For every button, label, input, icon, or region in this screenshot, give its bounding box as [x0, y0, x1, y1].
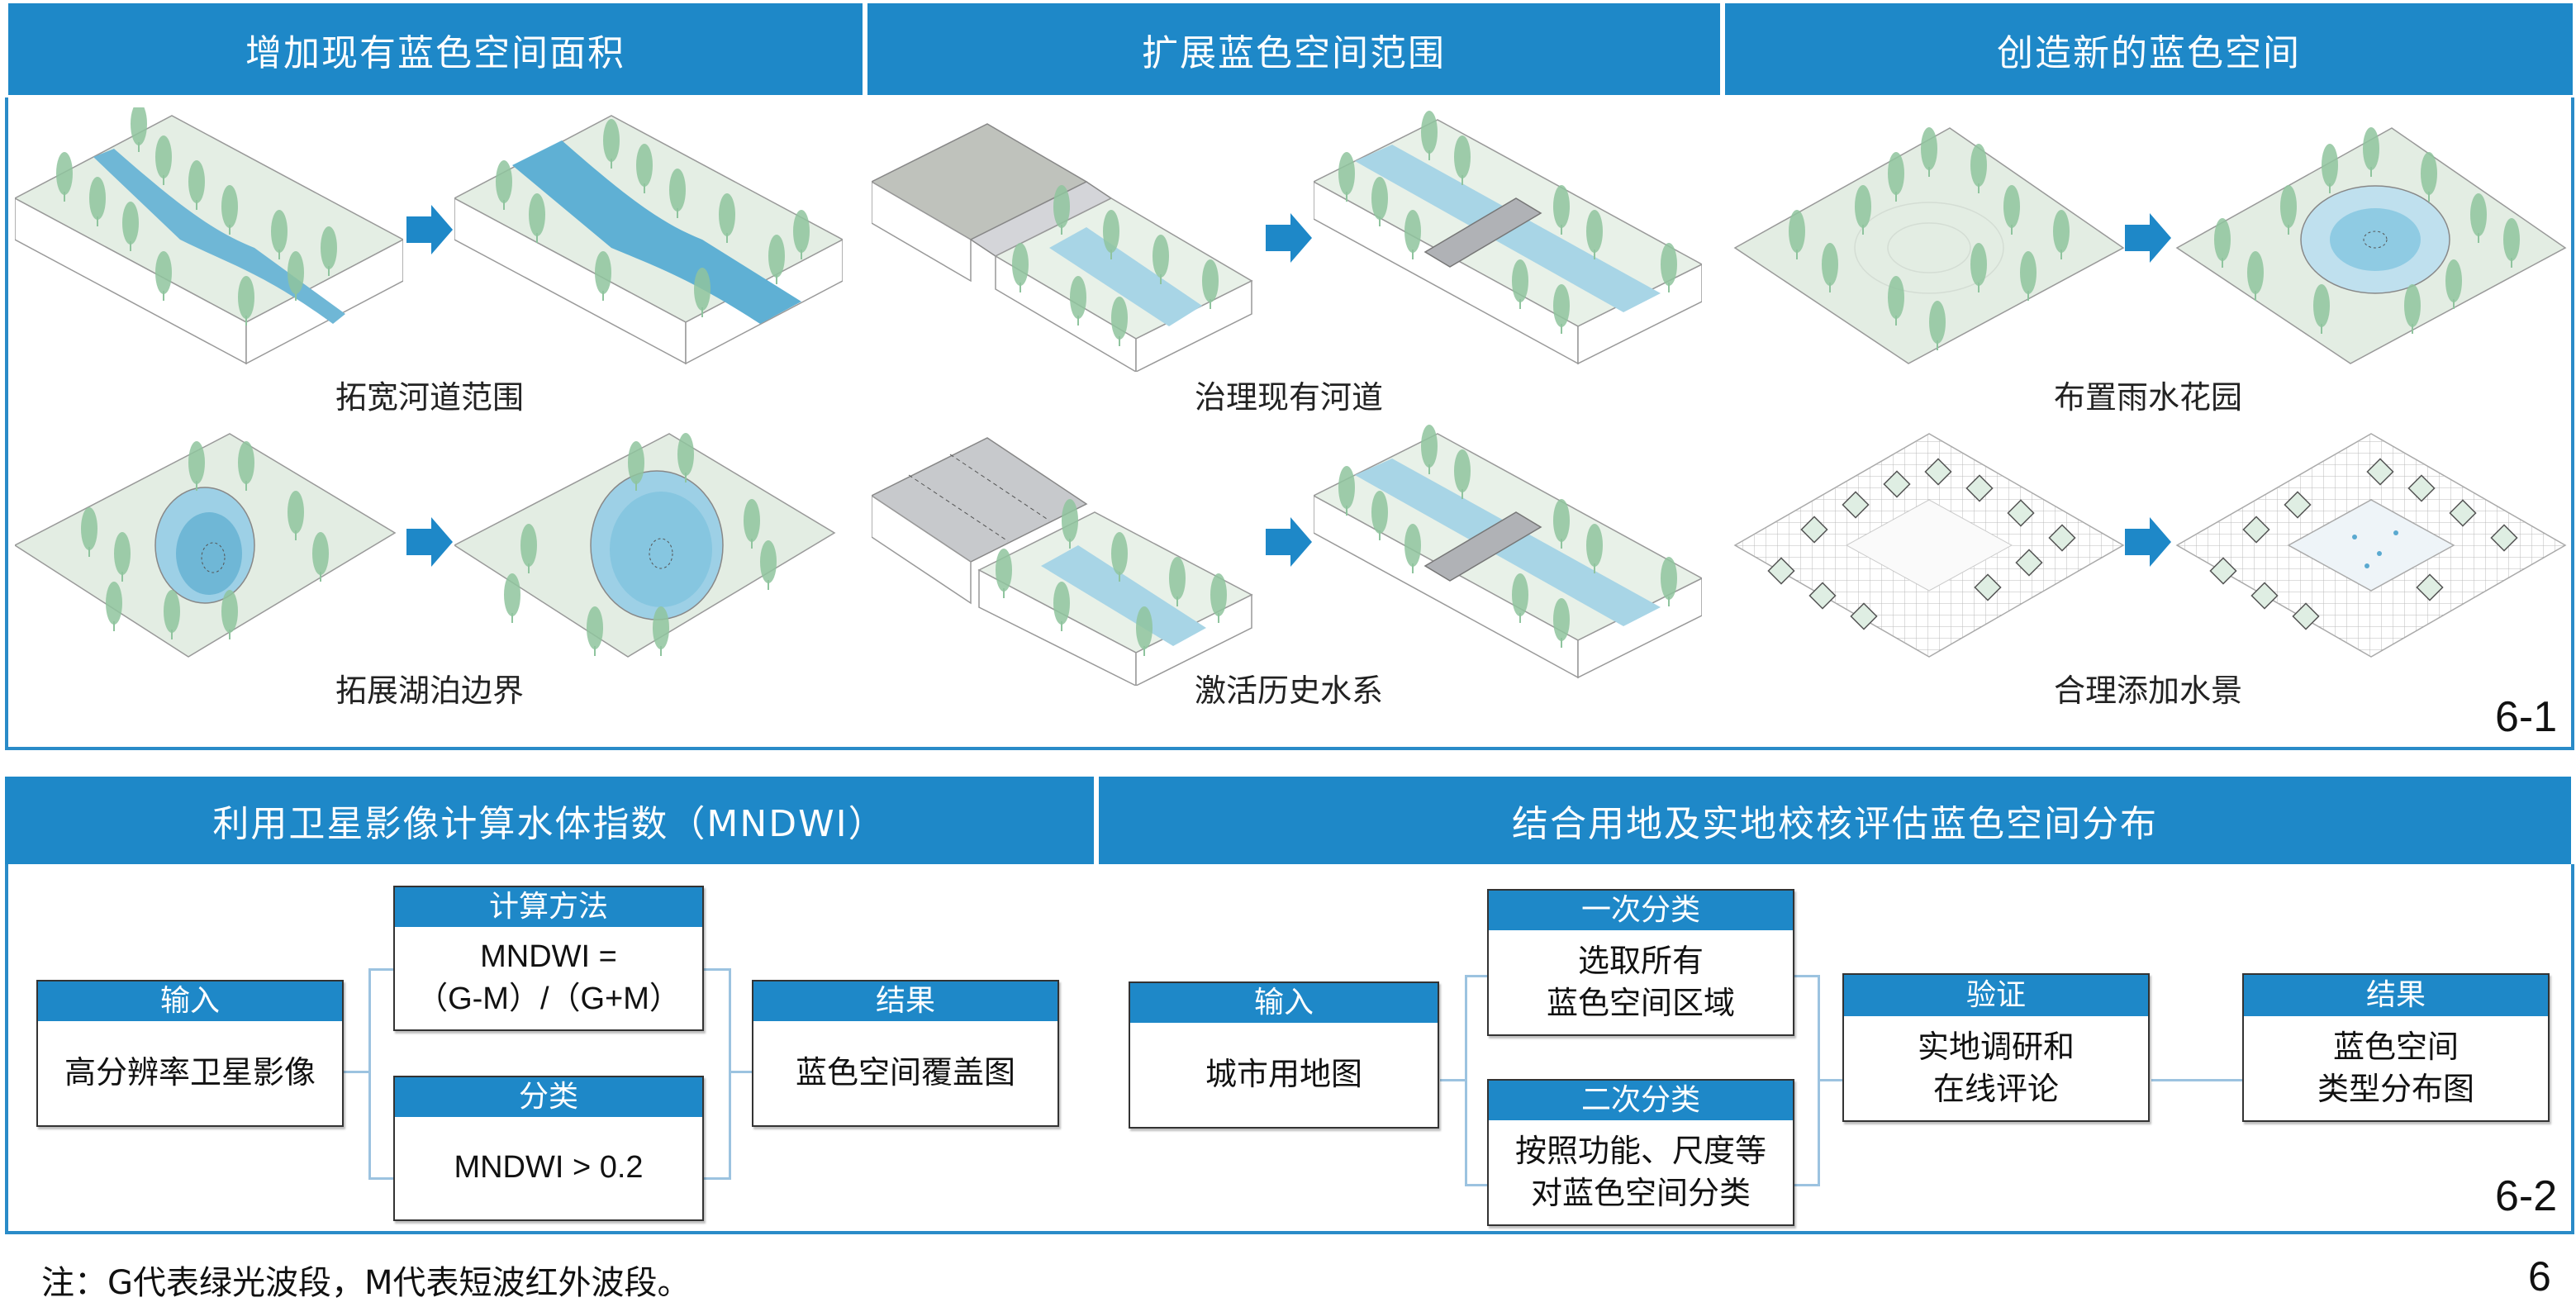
header-landuse-verify: 结合用地及实地校核评估蓝色空间分布 [1099, 777, 2571, 864]
box-secondary-classify: 二次分类 按照功能、尺度等 对蓝色空间分类 [1487, 1079, 1794, 1226]
illustration-historic-water-before [872, 437, 1253, 686]
box-body: MNDWI = （G-M）/（G+M） [416, 939, 681, 1016]
figure-6-1-panel [5, 97, 2574, 750]
header-expand-range: 扩展蓝色空间范围 [867, 3, 1720, 95]
arrow-right-icon [1266, 213, 1312, 263]
caption-widen-river: 拓宽河道范围 [335, 379, 524, 416]
connector [1440, 1079, 1465, 1081]
box-title: 输入 [1130, 983, 1438, 1023]
box-body: 蓝色空间覆盖图 [795, 1054, 1015, 1091]
connector [2151, 1079, 2244, 1081]
page-number: 6 [2528, 1253, 2551, 1300]
box-body: 蓝色空间 类型分布图 [2317, 1028, 2474, 1107]
header-text: 增加现有蓝色空间面积 [245, 31, 625, 74]
box-input-landuse: 输入 城市用地图 [1129, 981, 1439, 1129]
caption-historic-water: 激活历史水系 [1194, 673, 1383, 709]
connector [1465, 975, 1492, 1186]
box-title: 分类 [395, 1077, 702, 1117]
arrow-right-icon [406, 205, 453, 254]
box-calc-method: 计算方法 MNDWI = （G-M）/（G+M） [393, 886, 704, 1031]
box-body: 实地调研和 在线评论 [1917, 1028, 2075, 1107]
caption-expand-lake: 拓展湖泊边界 [335, 673, 524, 709]
header-increase-area: 增加现有蓝色空间面积 [8, 3, 863, 95]
box-input-satellite: 输入 高分辨率卫星影像 [36, 980, 344, 1127]
arrow-right-icon [2125, 517, 2171, 567]
box-body: 按照功能、尺度等 对蓝色空间分类 [1514, 1132, 1766, 1211]
connector [1818, 1079, 1844, 1081]
box-result-coverage: 结果 蓝色空间覆盖图 [752, 980, 1059, 1127]
arrow-right-icon [2125, 213, 2171, 263]
box-title: 结果 [2244, 975, 2548, 1016]
header-mndwi: 利用卫星影像计算水体指数（MNDWI） [5, 777, 1094, 864]
box-verify: 验证 实地调研和 在线评论 [1842, 973, 2150, 1122]
figure-number-6-1: 6-1 [2495, 693, 2558, 741]
header-text: 利用卫星影像计算水体指数（MNDWI） [212, 803, 886, 845]
caption-treat-river: 治理现有河道 [1194, 379, 1383, 416]
connector [729, 1071, 753, 1073]
connector [1793, 975, 1820, 1186]
illustration-rain-garden-before [1733, 126, 2125, 364]
box-body: 城市用地图 [1205, 1056, 1362, 1093]
connector [704, 968, 731, 1180]
box-title: 二次分类 [1489, 1081, 1793, 1120]
illustration-treat-river-after [1314, 110, 1702, 365]
box-result-type-map: 结果 蓝色空间 类型分布图 [2242, 973, 2550, 1122]
box-body: MNDWI > 0.2 [454, 1150, 644, 1186]
box-title: 计算方法 [395, 887, 702, 927]
caption-water-feature: 合理添加水景 [2053, 673, 2242, 709]
footnote: 注：G代表绿光波段，M代表短波红外波段。 [41, 1264, 691, 1302]
box-title: 输入 [38, 981, 342, 1021]
illustration-expand-lake-after [454, 432, 836, 658]
illustration-historic-water-after [1314, 424, 1702, 679]
header-text: 扩展蓝色空间范围 [1142, 31, 1446, 74]
header-text: 创造新的蓝色空间 [1997, 31, 2301, 74]
connector [340, 1071, 368, 1073]
header-create-new: 创造新的蓝色空间 [1725, 3, 2573, 95]
header-text: 结合用地及实地校核评估蓝色空间分布 [1512, 803, 2158, 845]
illustration-expand-lake-before [15, 433, 397, 658]
illustration-water-feature-after [2175, 433, 2567, 658]
figure-number-6-2: 6-2 [2495, 1172, 2558, 1220]
box-title: 结果 [753, 981, 1057, 1021]
box-classify: 分类 MNDWI > 0.2 [393, 1076, 704, 1221]
box-primary-classify: 一次分类 选取所有 蓝色空间区域 [1487, 889, 1794, 1036]
arrow-right-icon [1266, 517, 1312, 567]
illustration-widen-river-before [15, 107, 403, 365]
box-title: 验证 [1844, 975, 2148, 1016]
illustration-treat-river-before [872, 123, 1253, 372]
caption-rain-garden: 布置雨水花园 [2053, 379, 2242, 416]
box-title: 一次分类 [1489, 891, 1793, 930]
illustration-water-feature-before [1733, 433, 2125, 658]
box-body: 高分辨率卫星影像 [64, 1054, 316, 1091]
illustration-rain-garden-after [2175, 126, 2567, 364]
connector [368, 968, 396, 1180]
box-body: 选取所有 蓝色空间区域 [1546, 942, 1735, 1021]
arrow-right-icon [406, 517, 453, 567]
illustration-widen-river-after [454, 115, 843, 365]
